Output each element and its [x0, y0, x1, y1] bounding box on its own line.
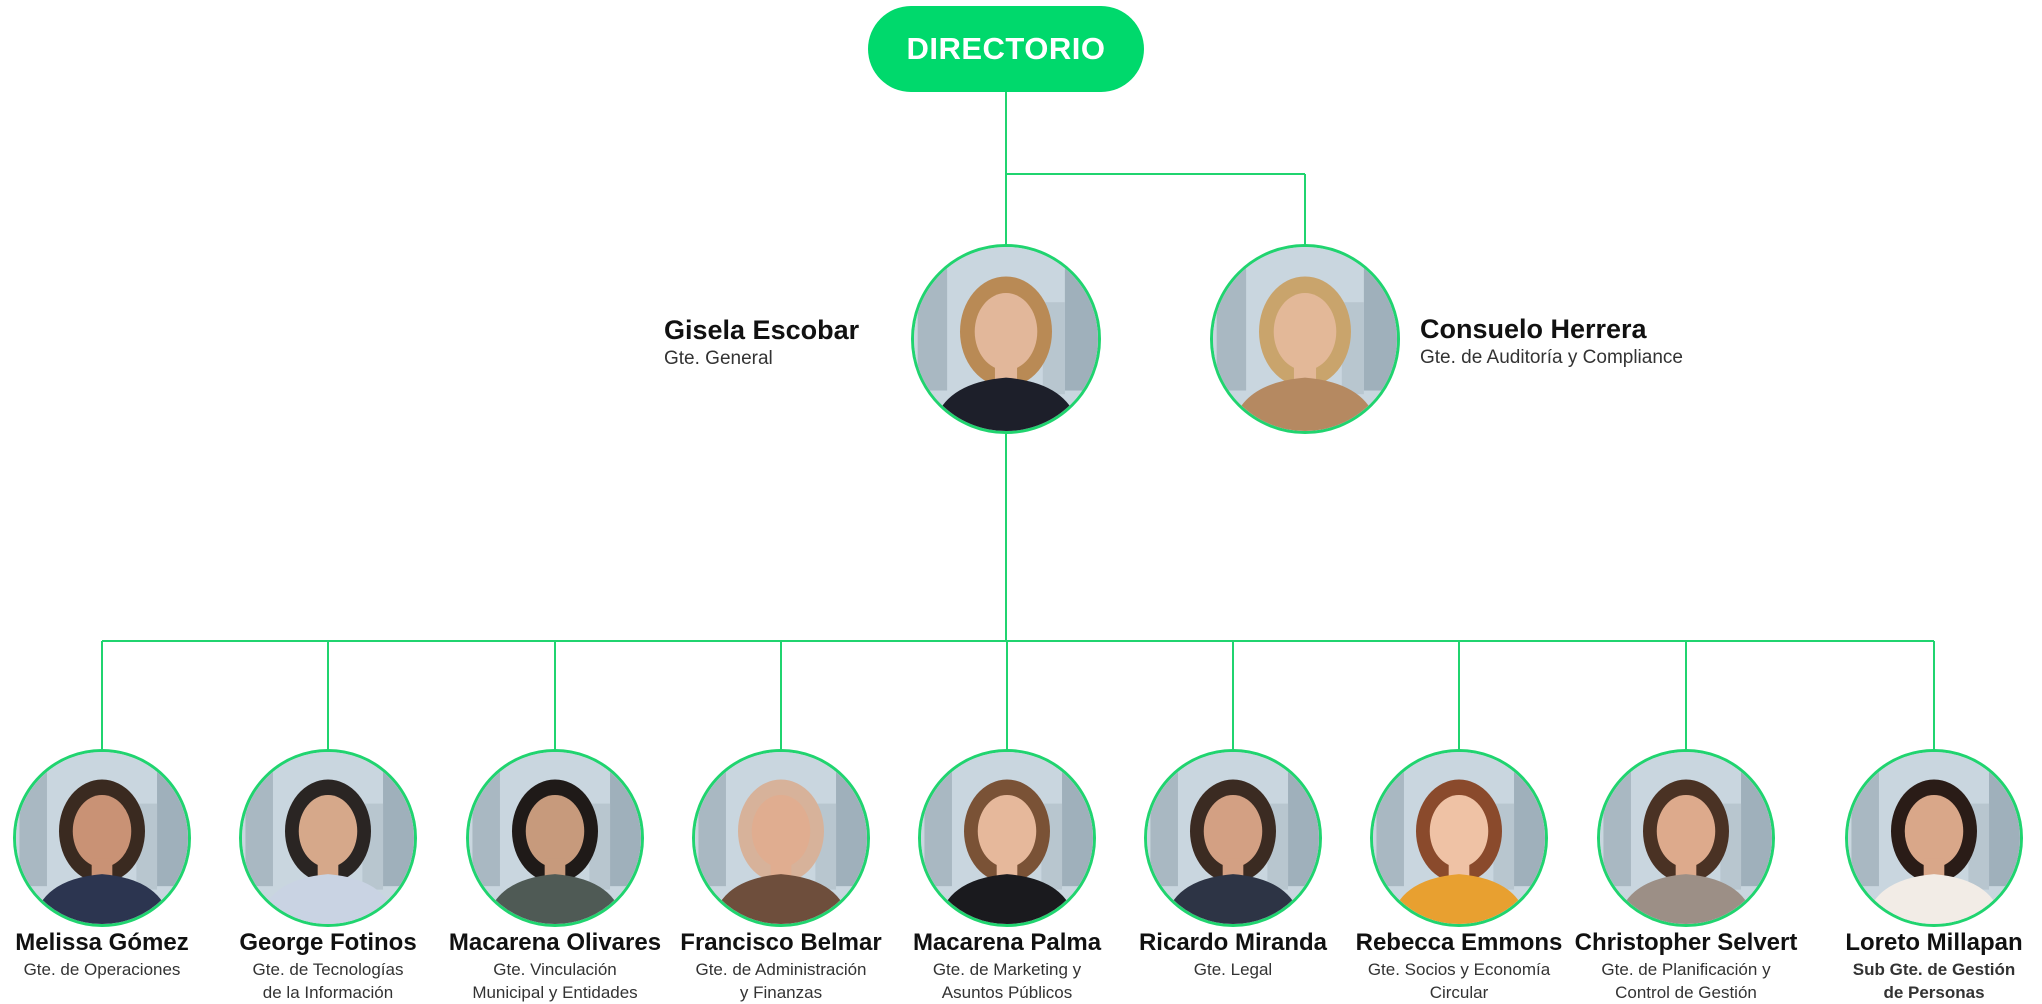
photo-consuelo-herrera — [1210, 244, 1400, 434]
manager-role: Sub Gte. de Gestión de Personas — [1852, 960, 2016, 1002]
manager-role: Gte. Legal — [1193, 960, 1273, 979]
photo-melissa-gomez — [13, 749, 191, 927]
portrait-graphic — [469, 752, 641, 924]
photo-loreto-millapan — [1845, 749, 2023, 927]
connector-group — [101, 92, 1935, 751]
manager-role: Gte. de Planificación y Control de Gesti… — [1601, 960, 1771, 1002]
portrait-graphic — [1848, 752, 2020, 924]
manager-role: Gte. Vinculación Municipal y Entidades — [472, 960, 638, 1002]
manager-role: Gte. de Tecnologías de la Información — [252, 960, 404, 1002]
manager-role: Gte. de Administración y Finanzas — [695, 960, 867, 1002]
photo-christopher-selvert — [1597, 749, 1775, 927]
manager-name: Macarena Olivares — [448, 929, 662, 956]
portrait-graphic — [695, 752, 867, 924]
photo-gisela-escobar — [911, 244, 1101, 434]
portrait-graphic — [242, 752, 414, 924]
manager-name: George Fotinos — [239, 929, 417, 956]
manager-drop-lines — [101, 641, 1935, 751]
exec-role: Gte. de Auditoría y Compliance — [1420, 347, 1683, 368]
manager-name: Rebecca Emmons — [1355, 929, 1563, 956]
photo-rebecca-emmons — [1370, 749, 1548, 927]
manager-name: Christopher Selvert — [1574, 929, 1798, 956]
exec-gisela-escobar: Gisela Escobar Gte. General — [664, 314, 859, 372]
exec-name: Gisela Escobar — [664, 315, 860, 345]
photo-george-fotinos — [239, 749, 417, 927]
portrait-graphic — [1373, 752, 1545, 924]
portrait-graphic — [921, 752, 1093, 924]
manager-name: Loreto Millapan — [1845, 929, 2023, 956]
portrait-graphic — [914, 247, 1098, 431]
manager-role: Gte. de Operaciones — [23, 960, 181, 979]
photo-francisco-belmar — [692, 749, 870, 927]
portrait-graphic — [16, 752, 188, 924]
exec-consuelo-herrera: Consuelo Herrera Gte. de Auditoría y Com… — [1420, 313, 1683, 371]
manager-name: Macarena Palma — [912, 929, 1102, 956]
manager-name: Francisco Belmar — [680, 929, 882, 956]
manager-role: Gte. Socios y Economía Circular — [1367, 960, 1551, 1002]
manager-name: Melissa Gómez — [15, 929, 189, 956]
board-label: DIRECTORIO — [906, 31, 1106, 66]
exec-name: Consuelo Herrera — [1420, 314, 1647, 344]
photo-macarena-palma — [918, 749, 1096, 927]
photo-macarena-olivares — [466, 749, 644, 927]
exec-role: Gte. General — [664, 348, 773, 369]
portrait-graphic — [1147, 752, 1319, 924]
board-node-directorio: DIRECTORIO — [868, 6, 1144, 92]
manager-name: Ricardo Miranda — [1138, 929, 1328, 956]
manager-role: Gte. de Marketing y Asuntos Públicos — [932, 960, 1082, 1002]
portrait-graphic — [1213, 247, 1397, 431]
photo-ricardo-miranda — [1144, 749, 1322, 927]
portrait-graphic — [1600, 752, 1772, 924]
